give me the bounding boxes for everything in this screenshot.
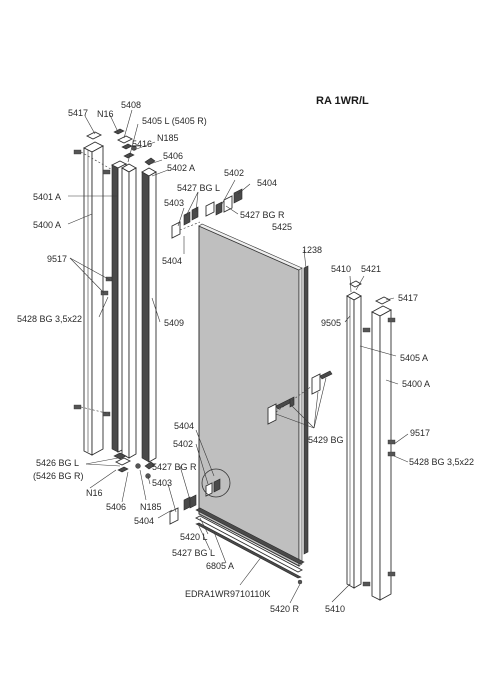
label-5421: 5421 <box>361 264 381 274</box>
label-5404-bottom: 5404 <box>134 516 154 526</box>
label-5417-right: 5417 <box>398 293 418 303</box>
label-5404-mid: 5404 <box>162 256 182 266</box>
label-1238: 1238 <box>302 245 322 255</box>
label-edra: EDRA1WR9710110K <box>185 589 270 599</box>
label-9517-left: 9517 <box>47 254 67 264</box>
part-labels: 5417 N16 5408 5405 L (5405 R) N185 5416 … <box>17 100 474 614</box>
label-5420r: 5420 R <box>270 604 300 614</box>
label-5402-lower: 5402 <box>173 439 193 449</box>
label-5405a: 5405 A <box>400 353 428 363</box>
diagram-title: RA 1WR/L <box>316 95 369 107</box>
label-5406-top: 5406 <box>163 151 183 161</box>
label-n185-bottom: N185 <box>140 502 162 512</box>
wall-profile-left <box>83 141 104 456</box>
label-5427bgr-top: 5427 BG R <box>240 210 285 220</box>
assembly-lines-left <box>80 151 117 415</box>
bottom-fittings-left <box>113 452 151 479</box>
label-5400a-left: 5400 A <box>33 220 61 230</box>
leader-lines <box>67 109 409 604</box>
label-6805a: 6805 A <box>206 561 234 571</box>
label-5402a: 5402 A <box>167 163 195 173</box>
label-5410-top: 5410 <box>331 264 351 274</box>
label-5426bgl: 5426 BG L <box>36 458 79 468</box>
seal-1238 <box>303 265 309 555</box>
label-5427bgl-top: 5427 BG L <box>177 183 220 193</box>
label-5404-top: 5404 <box>257 178 277 188</box>
label-5406-bottom: 5406 <box>106 502 126 512</box>
cap-5421 <box>349 280 362 288</box>
handle-5429bg <box>267 370 333 425</box>
label-5409: 5409 <box>164 318 184 328</box>
label-n16-top: N16 <box>97 109 114 119</box>
label-5425: 5425 <box>272 222 292 232</box>
upper-hinge-parts <box>171 188 243 239</box>
label-5427bgl-bottom: 5427 BG L <box>172 548 215 558</box>
label-5408: 5408 <box>121 100 141 110</box>
label-5427bgr-bottom: 5427 BG R <box>152 462 197 472</box>
label-5417-left: 5417 <box>68 108 88 118</box>
label-9517-right: 9517 <box>410 428 430 438</box>
label-5403-top: 5403 <box>164 198 184 208</box>
label-n16-bottom: N16 <box>86 488 103 498</box>
label-5428-left: 5428 BG 3,5x22 <box>17 314 82 324</box>
label-5416: 5416 <box>132 139 152 149</box>
label-5401a: 5401 A <box>33 192 61 202</box>
profile-5410 <box>346 291 362 589</box>
holder-cap-left <box>85 131 103 140</box>
label-5402-top: 5402 <box>224 168 244 178</box>
label-5426bgr: (5426 BG R) <box>33 471 84 481</box>
label-5405l: 5405 L (5405 R) <box>142 116 207 126</box>
glass-panel-5425 <box>198 223 303 567</box>
bottom-seals <box>195 507 305 585</box>
screws-left-top <box>73 149 114 417</box>
profile-5405l <box>121 163 137 459</box>
label-5400a-right: 5400 A <box>402 379 430 389</box>
label-5429bg: 5429 BG <box>308 435 344 445</box>
label-5420l: 5420 L <box>180 532 208 542</box>
label-5410-bottom: 5410 <box>325 604 345 614</box>
label-5404-lower: 5404 <box>174 421 194 431</box>
label-n185-top: N185 <box>157 133 179 143</box>
screws-right <box>362 317 396 587</box>
label-9505: 9505 <box>321 318 341 328</box>
label-5403-bottom: 5403 <box>152 478 172 488</box>
wall-profile-right <box>371 296 392 601</box>
label-5428-right: 5428 BG 3,5x22 <box>409 457 474 467</box>
door-profile-5409 <box>141 157 157 470</box>
